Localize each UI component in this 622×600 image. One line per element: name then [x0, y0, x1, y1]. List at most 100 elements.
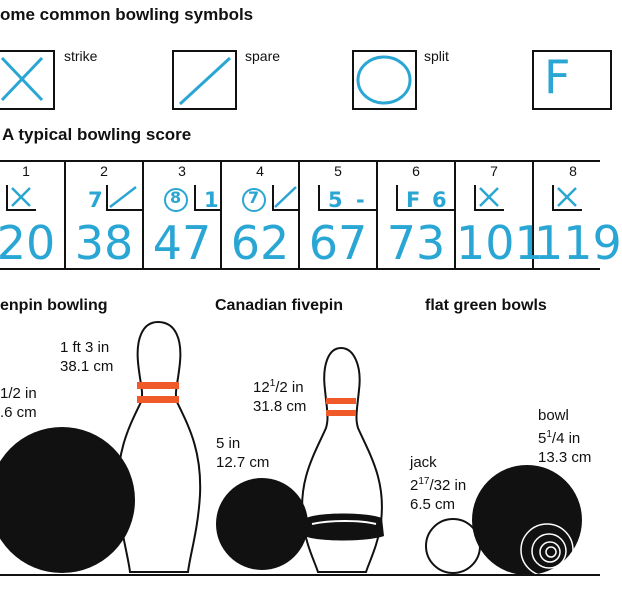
- spare-symbol-box: [172, 50, 237, 110]
- size-cm: 6.5 cm: [410, 496, 456, 513]
- frame-8: 8 119: [534, 160, 622, 270]
- frame-total: 67: [308, 216, 368, 270]
- roll-box: [106, 185, 142, 211]
- jack-ball: [425, 518, 481, 574]
- split-circle-icon: [356, 55, 412, 105]
- frame-number: 3: [178, 163, 186, 179]
- tenpin-stripe: [137, 396, 179, 403]
- tenpin-pin-size: 1 ft 3 in 38.1 cm: [60, 339, 114, 375]
- equipment-illustration: [0, 320, 582, 577]
- jack-size: jack 217/32 in 6.5 cm: [410, 453, 466, 514]
- fivepin-pin-size: 121/2 in 31.8 cm: [253, 374, 306, 416]
- roll-1: F: [406, 188, 421, 212]
- roll-box: [194, 185, 220, 211]
- frame-number: 2: [100, 163, 108, 179]
- strike-label: strike: [64, 48, 98, 64]
- tenpin-stripe: [137, 382, 179, 389]
- strike-symbol-box: [0, 50, 55, 110]
- size-whole: 12: [253, 379, 270, 396]
- score-heading: A typical bowling score: [2, 125, 191, 145]
- size-cm: .6 cm: [0, 404, 37, 421]
- frame-number: 5: [334, 163, 342, 179]
- fivepin-ball: [216, 478, 308, 570]
- tenpin-heading: enpin bowling: [0, 297, 108, 314]
- bowls-heading: flat green bowls: [425, 297, 547, 314]
- size-cm: 13.3 cm: [538, 449, 592, 466]
- split-label: split: [424, 48, 449, 64]
- fivepin-rubber-ring: [304, 513, 384, 541]
- roll-2: -: [356, 188, 365, 212]
- frame-total: 119: [534, 216, 622, 270]
- size-fraction: 17: [418, 476, 430, 487]
- score-sheet: [0, 160, 600, 270]
- spare-slash-icon: [274, 186, 297, 208]
- frame-total: 47: [152, 216, 212, 270]
- fivepin-stripe: [326, 410, 356, 416]
- size-whole: 2: [410, 477, 419, 494]
- frame-number: 1: [22, 163, 30, 179]
- roll-1: 5: [328, 188, 343, 212]
- frame-number: 8: [569, 163, 577, 179]
- size-rest: /4 in: [551, 430, 581, 447]
- foul-f-icon: F: [544, 50, 571, 104]
- size-rest: /32 in: [429, 477, 467, 494]
- frame-total: 20: [0, 216, 56, 270]
- spare-slash-icon: [109, 186, 137, 208]
- floor-line: [0, 574, 600, 576]
- score-heading-text: typical bowling score: [18, 125, 192, 144]
- frame-2: 2 7 38: [66, 160, 144, 270]
- size-whole: 5: [538, 430, 547, 447]
- frame-number: 7: [490, 163, 498, 179]
- split-circle-icon: [242, 188, 266, 212]
- spare-label: spare: [245, 48, 281, 64]
- spare-slash-icon: [178, 56, 232, 106]
- roll-2: 6: [432, 188, 447, 212]
- frame-5: 5 5 - 67: [300, 160, 378, 270]
- size-fraction: /2 in: [8, 385, 37, 402]
- frame-total: 101: [456, 216, 544, 270]
- score-heading-fragment: A: [2, 125, 19, 144]
- roll-box: [474, 185, 504, 211]
- roll-box: [552, 185, 582, 211]
- roll-box: [6, 185, 36, 211]
- roll-box: [396, 185, 454, 211]
- frame-6: 6 F 6 73: [378, 160, 456, 270]
- roll-box: [272, 185, 298, 211]
- tenpin-ball: [0, 427, 135, 573]
- size-rest: /2 in: [275, 379, 304, 396]
- frame-4: 4 7 62: [222, 160, 300, 270]
- bowl-label: bowl: [538, 407, 569, 424]
- split-symbol-box: [352, 50, 417, 110]
- frame-3: 3 8 1 47: [144, 160, 222, 270]
- roll-2: 1: [204, 188, 219, 212]
- tenpin-pin: [116, 320, 202, 573]
- split-circle-icon: [164, 188, 188, 212]
- roll-1: 7: [88, 188, 103, 212]
- strike-x-icon: [11, 187, 31, 207]
- size-whole: 1: [0, 385, 9, 402]
- frame-total: 73: [386, 216, 446, 270]
- symbols-heading: ome common bowling symbols: [0, 5, 254, 24]
- fivepin-heading: Canadian fivepin: [215, 297, 344, 314]
- strike-x-icon: [0, 56, 44, 102]
- fivepin-ball-size: 5 in 12.7 cm: [216, 435, 270, 471]
- frame-1: 1 20: [0, 160, 66, 270]
- fivepin-stripe: [326, 398, 356, 404]
- roll-1: 8: [170, 188, 182, 207]
- foul-symbol-box: F: [532, 50, 612, 110]
- strike-x-icon: [479, 187, 499, 207]
- bowl-size: bowl 51/4 in 13.3 cm: [538, 406, 591, 467]
- roll-box: [318, 185, 376, 211]
- frame-number: 4: [256, 163, 264, 179]
- size-cm: 31.8 cm: [253, 398, 307, 415]
- tenpin-ball-size: 1/2 in .6 cm: [0, 384, 37, 422]
- jack-label: jack: [410, 454, 437, 471]
- bowl-ball: [472, 465, 582, 575]
- frame-total: 38: [74, 216, 134, 270]
- frame-number: 6: [412, 163, 420, 179]
- strike-x-icon: [557, 187, 577, 207]
- size-fraction: 1: [546, 429, 552, 440]
- size-fraction: 1: [269, 378, 276, 389]
- roll-1: 7: [248, 188, 260, 207]
- frame-total: 62: [230, 216, 290, 270]
